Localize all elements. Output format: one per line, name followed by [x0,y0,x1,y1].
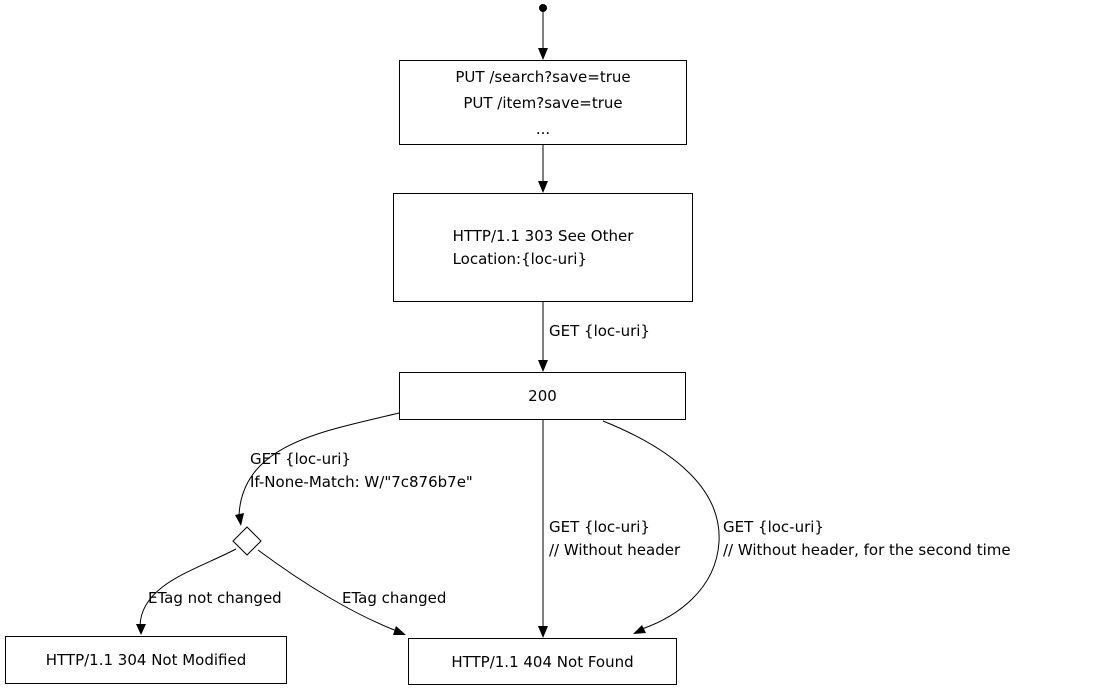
arrowhead-303-to-200 [538,360,548,372]
arrowhead-decision-to-404 [393,626,406,635]
node-put-line-2: PUT /item?save=true [463,93,623,112]
node-200-label: 200 [528,387,557,405]
node-put-line-3: ... [535,119,551,138]
arrowhead-put-to-303 [538,181,548,193]
node-303-text: HTTP/1.1 303 See Other Location:{loc-uri… [453,225,634,271]
node-put-requests: PUT /search?save=true PUT /item?save=tru… [399,60,687,145]
edge-decision-to-404 [257,549,398,632]
node-404-not-found: HTTP/1.1 404 Not Found [408,638,677,685]
edge-label-etag-changed: ETag changed [342,589,447,607]
node-304-label: HTTP/1.1 304 Not Modified [45,651,247,669]
node-put-line-1: PUT /search?save=true [455,67,631,86]
node-303-line-1: HTTP/1.1 303 See Other [452,226,634,245]
node-304-not-modified: HTTP/1.1 304 Not Modified [5,636,287,684]
edge-label-without-header-second-line-2: // Without header, for the second time [723,541,1011,559]
arrowhead-200-to-404-curved [633,625,646,634]
edge-200-to-decision [238,412,400,516]
edge-label-etag-not-changed: ETag not changed [148,589,282,607]
edge-label-without-header-second: GET {loc-uri} // Without header, for the… [723,516,1011,562]
node-404-label: HTTP/1.1 404 Not Found [451,652,634,671]
edge-label-without-header-line-1: GET {loc-uri} [549,518,650,536]
node-303-line-2: Location:{loc-uri} [452,249,588,268]
arrowhead-start-to-put [538,48,548,60]
node-200: 200 [399,372,686,420]
edge-label-without-header-line-2: // Without header [549,541,681,559]
edge-label-conditional-get: GET {loc-uri} If-None-Match: W/"7c876b7e… [250,448,473,494]
node-303-see-other: HTTP/1.1 303 See Other Location:{loc-uri… [393,193,693,302]
edge-label-conditional-get-line-2: If-None-Match: W/"7c876b7e" [250,473,473,491]
arrowhead-200-to-decision [235,513,244,526]
edge-200-to-404-curved [602,420,720,630]
edge-label-without-header-second-line-1: GET {loc-uri} [723,518,824,536]
decision-diamond [232,526,262,556]
edge-decision-to-304 [139,548,237,627]
edge-label-conditional-get-line-1: GET {loc-uri} [250,450,351,468]
edge-label-without-header: GET {loc-uri} // Without header [549,516,680,562]
arrowhead-decision-to-304 [136,624,146,635]
arrowhead-200-to-404-straight [538,626,548,638]
start-node-dot [539,4,547,12]
edge-label-get-loc-uri: GET {loc-uri} [549,322,650,340]
